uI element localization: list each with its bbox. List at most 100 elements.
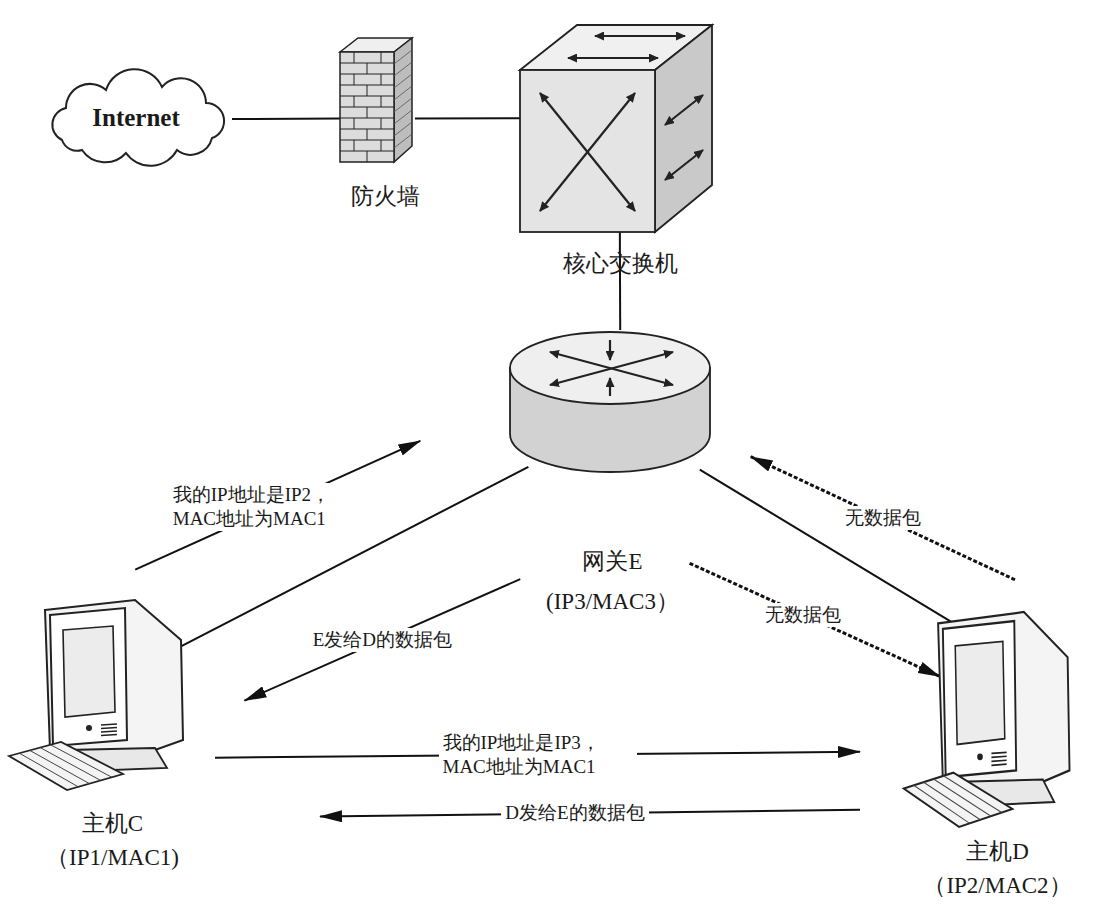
edge-label: 我的IP地址是IP3，MAC地址为MAC1	[439, 731, 637, 779]
internet-cloud: Internet	[40, 78, 232, 160]
cube-side	[655, 25, 712, 232]
vent-line	[101, 724, 117, 725]
brick-joint	[354, 140, 355, 151]
node-label: （IP1/MAC1)	[46, 844, 179, 872]
brick-joint	[354, 52, 355, 63]
node-label: Internet	[92, 104, 179, 132]
vent-line	[991, 752, 1006, 753]
icon-arrow	[540, 93, 635, 211]
core-switch-node: 核心交换机	[515, 22, 725, 284]
edge-label: 无数据包	[841, 506, 925, 530]
icon-arrow	[550, 352, 673, 385]
dashed-arrow	[751, 457, 1015, 580]
brick-joint	[367, 129, 368, 140]
brick-joint	[381, 74, 382, 85]
vent-line	[101, 731, 117, 732]
vent-line	[991, 764, 1006, 765]
brick-line	[394, 86, 412, 100]
node-label: 主机D	[966, 838, 1029, 866]
brick-joint	[354, 96, 355, 107]
icon-arrow	[665, 95, 703, 125]
monitor-screen	[63, 626, 115, 717]
monitor-case	[45, 600, 183, 760]
brick-joint	[354, 74, 355, 85]
vent-line	[101, 735, 117, 736]
wall-front	[340, 52, 394, 162]
keyboard	[9, 742, 123, 790]
edge-label: E发给D的数据包	[309, 628, 456, 652]
node-label: （IP2/MAC2）	[923, 872, 1071, 900]
vent-line	[101, 728, 117, 729]
brick-joint	[367, 63, 368, 74]
brick-joint	[381, 140, 382, 151]
label-group: 主机D （IP2/MAC2）	[890, 838, 1105, 900]
firewall-node: 防火墙	[335, 38, 435, 218]
brick-joint	[367, 151, 368, 162]
brick-line	[340, 140, 394, 141]
brick-joint	[367, 85, 368, 96]
node-label: 网关E	[582, 548, 642, 576]
keyboard	[904, 773, 1013, 827]
key-row	[19, 753, 78, 787]
brick-joint	[381, 52, 382, 63]
node-label: 防火墙	[351, 183, 420, 211]
icon-arrow	[568, 57, 658, 59]
icon-arrow	[609, 340, 611, 360]
key-row	[924, 782, 981, 820]
monitor-case	[938, 612, 1069, 793]
message-arrow	[135, 441, 420, 570]
key-row	[51, 745, 112, 777]
brick-line	[394, 110, 412, 124]
icon-arrow	[665, 150, 703, 180]
label-group: 网关E (IP3/MAC3）	[500, 548, 725, 616]
edge-label: 无数据包	[761, 603, 845, 627]
key-row	[943, 776, 1001, 813]
node-label: 核心交换机	[563, 250, 678, 278]
cube-icon	[520, 25, 712, 232]
host-computer-node: 主机C （IP1/MAC1)	[5, 598, 220, 880]
brick-line	[340, 118, 394, 119]
edge-label: D发给E的数据包	[501, 801, 648, 825]
monitor-bezel	[50, 608, 127, 746]
wall-side	[394, 38, 412, 162]
link-line	[232, 118, 340, 120]
key-row	[40, 748, 100, 781]
edge-label: 我的IP地址是IP2， MAC地址为MAC1	[169, 483, 367, 531]
brick-joint	[354, 118, 355, 129]
pc-icon	[5, 600, 215, 790]
power-button	[86, 725, 92, 731]
power-button	[977, 753, 983, 760]
firewall-icon	[340, 38, 415, 162]
router-top	[510, 332, 710, 404]
node-label: (IP3/MAC3）	[546, 588, 679, 616]
router-icon	[508, 330, 712, 474]
pc-icon	[900, 612, 1100, 827]
icon-arrow	[595, 35, 685, 37]
monitor-screen	[955, 641, 1005, 744]
brick-line	[340, 96, 394, 97]
label-group: 主机C （IP1/MAC1)	[5, 810, 220, 872]
brick-line	[394, 62, 412, 76]
cloud-outline	[52, 69, 224, 166]
key-row	[934, 779, 992, 816]
label-group: Internet	[40, 104, 232, 132]
brick-joint	[367, 107, 368, 118]
host-computer-node: 主机D （IP2/MAC2）	[890, 610, 1105, 905]
vent-line	[991, 756, 1006, 757]
node-label: 主机C	[82, 810, 143, 838]
monitor-bezel	[943, 621, 1016, 777]
brick-line	[394, 98, 412, 112]
icon-arrow	[540, 93, 635, 211]
label-group: 核心交换机	[515, 250, 725, 278]
brick-line	[340, 74, 394, 75]
brick-line	[394, 50, 412, 64]
label-group: 防火墙	[335, 183, 435, 211]
cube-front	[520, 70, 655, 232]
link-line	[415, 117, 520, 119]
brick-joint	[381, 118, 382, 129]
brick-line	[394, 134, 412, 148]
brick-line	[394, 122, 412, 136]
gateway-router-node: 网关E (IP3/MAC3）	[500, 326, 725, 626]
